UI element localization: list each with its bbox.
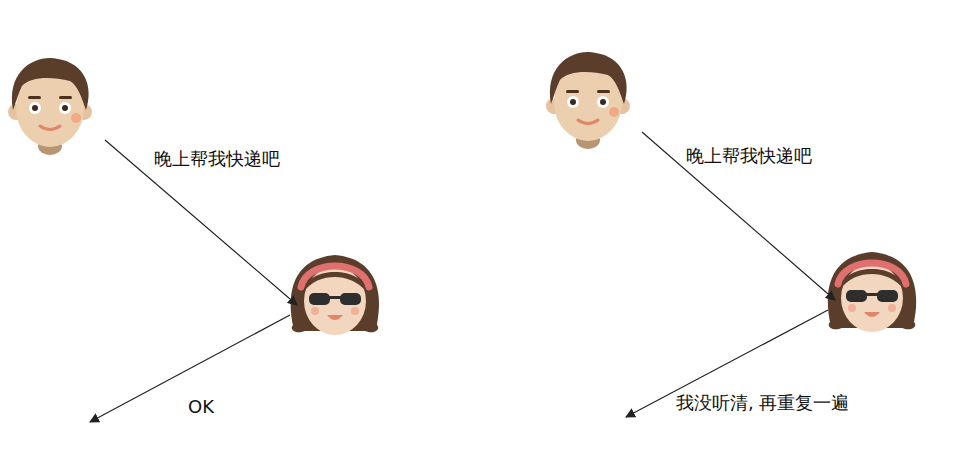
man-face [8, 58, 92, 155]
reply-label: 我没听清, 再重复一遍 [674, 392, 851, 414]
message-label: 晚上帮我快递吧 [684, 145, 814, 167]
woman-face [291, 255, 379, 335]
reply-arrow [90, 315, 290, 422]
message-arrow [105, 140, 297, 305]
woman-face [828, 252, 916, 332]
message-label: 晚上帮我快递吧 [152, 148, 282, 170]
man-face [546, 52, 630, 149]
message-arrow [642, 132, 835, 300]
reply-label: OK [186, 396, 216, 418]
